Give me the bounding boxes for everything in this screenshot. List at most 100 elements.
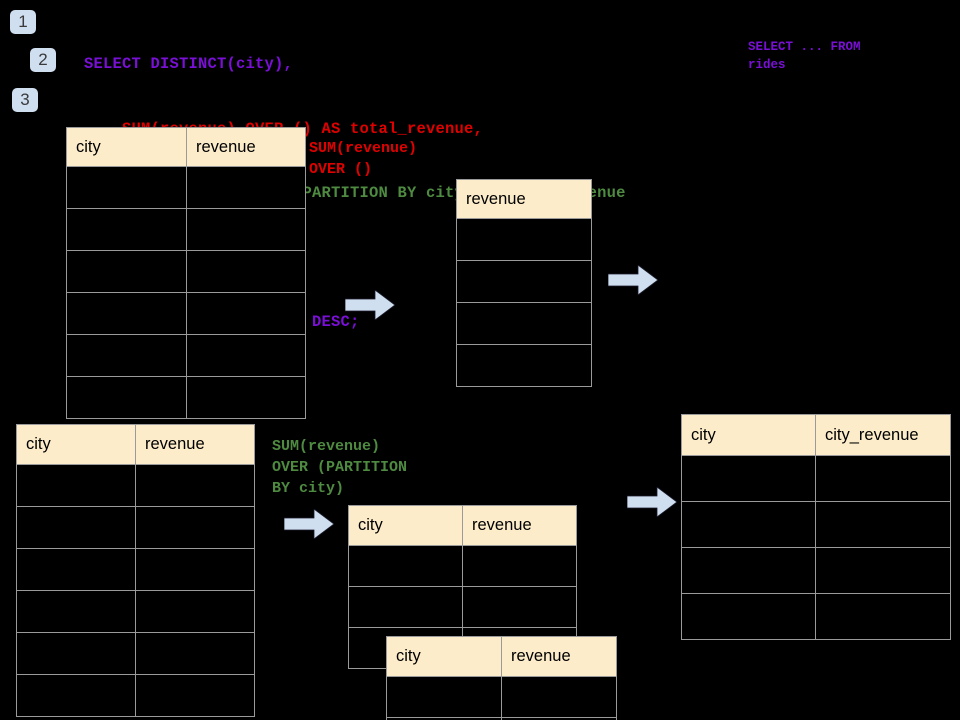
- rides-source-table-partition: city revenue: [16, 424, 255, 717]
- arrow-source-to-total: [345, 290, 395, 320]
- annotation-sum-over-partition: SUM(revenue) OVER (PARTITION BY city): [272, 438, 408, 497]
- step-badge-2: 2: [30, 48, 56, 72]
- table-row: [66, 292, 306, 335]
- cell-city: [681, 547, 816, 594]
- annotation-sum-over-empty: SUM(revenue) OVER (): [309, 140, 418, 178]
- column-header-revenue: revenue: [462, 505, 577, 546]
- arrow-partition-to-result: [627, 487, 677, 517]
- cell-city: [681, 593, 816, 640]
- cell-revenue: [135, 590, 255, 633]
- cell-city: [16, 548, 136, 591]
- cell-city-revenue: [815, 501, 951, 548]
- column-header-revenue: revenue: [135, 424, 255, 465]
- column-header-city: city: [348, 505, 463, 546]
- cell-revenue: [501, 717, 617, 720]
- cell-revenue: [462, 586, 577, 628]
- cell-revenue: [186, 292, 306, 335]
- partition-group-b-table: city revenue: [386, 636, 617, 720]
- cell-city: [681, 501, 816, 548]
- step-badge-1: 1: [10, 10, 36, 34]
- column-header-city-revenue: city_revenue: [815, 414, 951, 456]
- table-row: [66, 376, 306, 419]
- cell-revenue: [456, 218, 592, 261]
- cell-city: [681, 455, 816, 502]
- cell-city: [348, 545, 463, 587]
- cell-city: [16, 590, 136, 633]
- table-row: [456, 260, 592, 303]
- table-row: [16, 506, 255, 549]
- table-header-row: revenue: [456, 179, 592, 219]
- table-header-row: city city_revenue: [681, 414, 951, 456]
- table-row: [16, 464, 255, 507]
- total-revenue-table: revenue: [456, 179, 592, 387]
- table-row: [66, 208, 306, 251]
- cell-revenue: [135, 674, 255, 717]
- table-row: [456, 218, 592, 261]
- cell-city: [66, 292, 187, 335]
- cell-revenue: [186, 376, 306, 419]
- cell-revenue: [135, 506, 255, 549]
- table-row: [681, 593, 951, 640]
- cell-city-revenue: [815, 593, 951, 640]
- step-badge-3: 3: [12, 88, 38, 112]
- cell-city: [16, 464, 136, 507]
- column-header-city: city: [16, 424, 136, 465]
- table-row: [456, 344, 592, 387]
- table-row: [348, 586, 577, 628]
- cell-revenue: [135, 548, 255, 591]
- cell-revenue: [186, 250, 306, 293]
- table-row: [386, 717, 617, 720]
- table-row: [386, 676, 617, 718]
- cell-city: [66, 334, 187, 377]
- table-row: [16, 632, 255, 675]
- cell-revenue: [186, 208, 306, 251]
- cell-revenue: [456, 260, 592, 303]
- cell-city: [66, 208, 187, 251]
- cell-revenue: [186, 334, 306, 377]
- cell-revenue: [456, 344, 592, 387]
- column-header-city: city: [681, 414, 816, 456]
- table-row: [66, 250, 306, 293]
- cell-city: [66, 166, 187, 209]
- rides-source-table: city revenue: [66, 127, 306, 419]
- cell-revenue: [501, 676, 617, 718]
- table-header-row: city revenue: [386, 636, 617, 677]
- table-header-row: city revenue: [66, 127, 306, 167]
- cell-city: [66, 250, 187, 293]
- cell-revenue: [456, 302, 592, 345]
- table-row: [16, 590, 255, 633]
- cell-city-revenue: [815, 455, 951, 502]
- table-row: [681, 547, 951, 594]
- annotation-select-from-rides: SELECT ... FROM rides: [748, 40, 861, 72]
- cell-city: [16, 506, 136, 549]
- table-row: [456, 302, 592, 345]
- table-row: [681, 455, 951, 502]
- arrow-total-to-result: [608, 265, 658, 295]
- cell-revenue: [462, 545, 577, 587]
- cell-city: [386, 676, 502, 718]
- sql-line-1: SELECT DISTINCT(city),: [84, 55, 294, 73]
- partition-group-a-table: city revenue: [348, 505, 577, 669]
- cell-city: [16, 674, 136, 717]
- cell-revenue: [135, 632, 255, 675]
- cell-revenue: [135, 464, 255, 507]
- table-row: [66, 334, 306, 377]
- table-header-row: city revenue: [16, 424, 255, 465]
- cell-city-revenue: [815, 547, 951, 594]
- column-header-revenue: revenue: [186, 127, 306, 167]
- column-header-revenue: revenue: [501, 636, 617, 677]
- table-row: [348, 545, 577, 587]
- table-row: [16, 548, 255, 591]
- cell-city: [348, 586, 463, 628]
- cell-revenue: [186, 166, 306, 209]
- column-header-revenue: revenue: [456, 179, 592, 219]
- arrow-source-to-partition: [284, 509, 334, 539]
- table-row: [66, 166, 306, 209]
- table-header-row: city revenue: [348, 505, 577, 546]
- column-header-city: city: [386, 636, 502, 677]
- cell-city: [16, 632, 136, 675]
- table-row: [681, 501, 951, 548]
- cell-city: [66, 376, 187, 419]
- table-row: [16, 674, 255, 717]
